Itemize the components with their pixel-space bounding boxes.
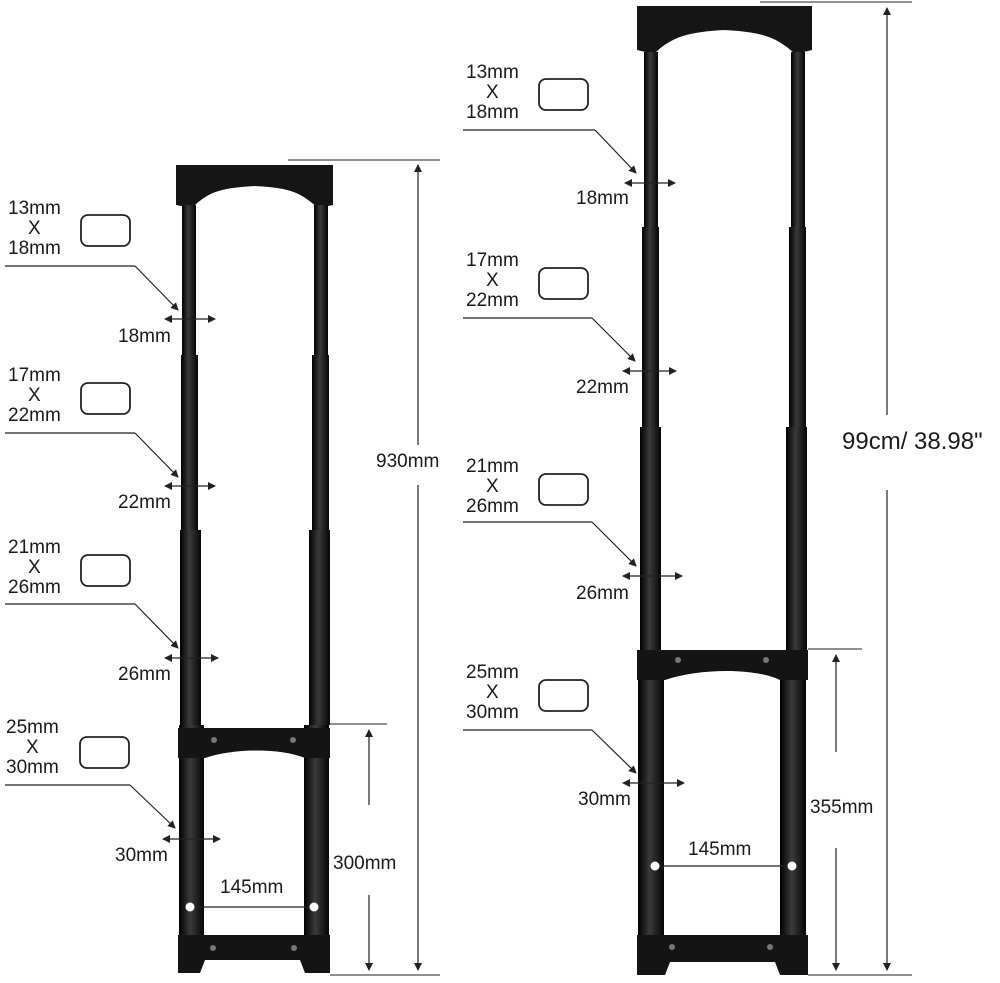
- right-width-label-4: 30mm: [578, 789, 631, 810]
- left-profile-label-4: 25mm X 30mm: [6, 718, 59, 778]
- left-tube-spacing-label: 145mm: [220, 877, 284, 898]
- profile-size-x: X: [28, 557, 41, 578]
- right-tube-spacing-label: 145mm: [688, 839, 752, 860]
- right-base: [637, 935, 808, 975]
- left-handle-frame: [176, 165, 333, 973]
- profile-size-top: 17mm: [466, 250, 519, 271]
- left-profile-label-1: 13mm X 18mm: [8, 199, 61, 259]
- right-width-label-3: 26mm: [576, 583, 629, 604]
- right-total-height-label: 99cm/ 38.98": [842, 428, 983, 455]
- left-crossbar: [178, 728, 330, 758]
- profile-size-top: 21mm: [466, 456, 519, 477]
- left-dimension-lines: [185, 159, 440, 976]
- profile-size-top: 21mm: [8, 537, 61, 558]
- left-base: [178, 935, 330, 973]
- left-tube-a4: [179, 725, 204, 950]
- left-handle-grip: [176, 165, 333, 208]
- profile-size-bottom: 18mm: [8, 238, 61, 259]
- profile-size-x: X: [486, 476, 499, 497]
- profile-size-x: X: [28, 218, 41, 239]
- profile-size-x: X: [28, 385, 41, 406]
- left-width-label-1: 18mm: [118, 326, 171, 347]
- profile-size-x: X: [26, 737, 39, 758]
- left-width-label-2: 22mm: [118, 492, 171, 513]
- profile-size-top: 25mm: [466, 662, 519, 683]
- left-tube-a2: [181, 355, 198, 530]
- profile-size-bottom: 26mm: [466, 496, 519, 517]
- right-profile-label-2: 17mm X 22mm: [466, 251, 519, 311]
- profile-size-x: X: [486, 82, 499, 103]
- right-width-indicators: [463, 78, 685, 787]
- left-tube-a3: [180, 530, 201, 725]
- left-width-indicators: [5, 214, 221, 843]
- left-tube-b1: [314, 205, 328, 355]
- left-width-label-3: 26mm: [118, 664, 171, 685]
- right-base-height-label: 355mm: [810, 797, 874, 818]
- left-tube-a1: [182, 205, 196, 355]
- profile-size-top: 25mm: [6, 717, 59, 738]
- left-width-label-4: 30mm: [115, 845, 168, 866]
- right-handle-frame: [637, 6, 812, 975]
- profile-size-bottom: 26mm: [8, 577, 61, 598]
- profile-size-x: X: [486, 270, 499, 291]
- profile-size-bottom: 30mm: [466, 702, 519, 723]
- right-handle-grip: [637, 6, 812, 54]
- right-width-label-2: 22mm: [576, 377, 629, 398]
- profile-size-bottom: 18mm: [466, 102, 519, 123]
- profile-size-x: X: [486, 682, 499, 703]
- profile-size-bottom: 30mm: [6, 757, 59, 778]
- left-tube-b3: [309, 530, 330, 725]
- right-width-label-1: 18mm: [576, 188, 629, 209]
- profile-size-bottom: 22mm: [8, 405, 61, 426]
- profile-size-bottom: 22mm: [466, 290, 519, 311]
- left-profile-label-2: 17mm X 22mm: [8, 366, 61, 426]
- right-profile-label-3: 21mm X 26mm: [466, 457, 519, 517]
- right-crossbar: [637, 650, 808, 680]
- left-total-height-label: 930mm: [376, 451, 440, 472]
- left-tube-b4: [304, 725, 329, 950]
- profile-size-top: 13mm: [466, 62, 519, 83]
- profile-size-top: 17mm: [8, 365, 61, 386]
- left-profile-label-3: 21mm X 26mm: [8, 538, 61, 598]
- left-base-height-label: 300mm: [333, 853, 397, 874]
- profile-size-top: 13mm: [8, 198, 61, 219]
- right-profile-label-4: 25mm X 30mm: [466, 663, 519, 723]
- right-profile-label-1: 13mm X 18mm: [466, 63, 519, 123]
- right-dimension-lines: [650, 1, 912, 976]
- left-tube-b2: [312, 355, 329, 530]
